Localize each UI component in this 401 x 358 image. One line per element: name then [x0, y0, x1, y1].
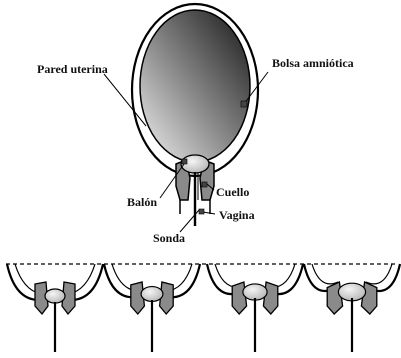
sequence-panel-1 — [7, 264, 103, 352]
sequence-panels — [7, 264, 400, 352]
balloon — [243, 284, 267, 300]
amniotic-sac — [140, 10, 250, 162]
cervix-right — [263, 282, 277, 314]
label-pared-uterina: Pared uterina — [37, 62, 108, 76]
label-bolsa-amniotica: Bolsa amniótica — [272, 56, 354, 70]
balloon — [45, 289, 65, 303]
sequence-panel-3 — [207, 264, 303, 352]
balloon — [141, 287, 163, 302]
cervix-left — [232, 282, 246, 314]
label-balon: Balón — [127, 195, 157, 209]
amniotic-sac-curve — [312, 264, 392, 284]
sequence-panel-2 — [104, 264, 200, 352]
label-cuello: Cuello — [216, 185, 249, 199]
sequence-panel-4 — [304, 264, 400, 352]
label-vagina: Vagina — [219, 208, 255, 222]
label-sonda: Sonda — [153, 231, 185, 245]
